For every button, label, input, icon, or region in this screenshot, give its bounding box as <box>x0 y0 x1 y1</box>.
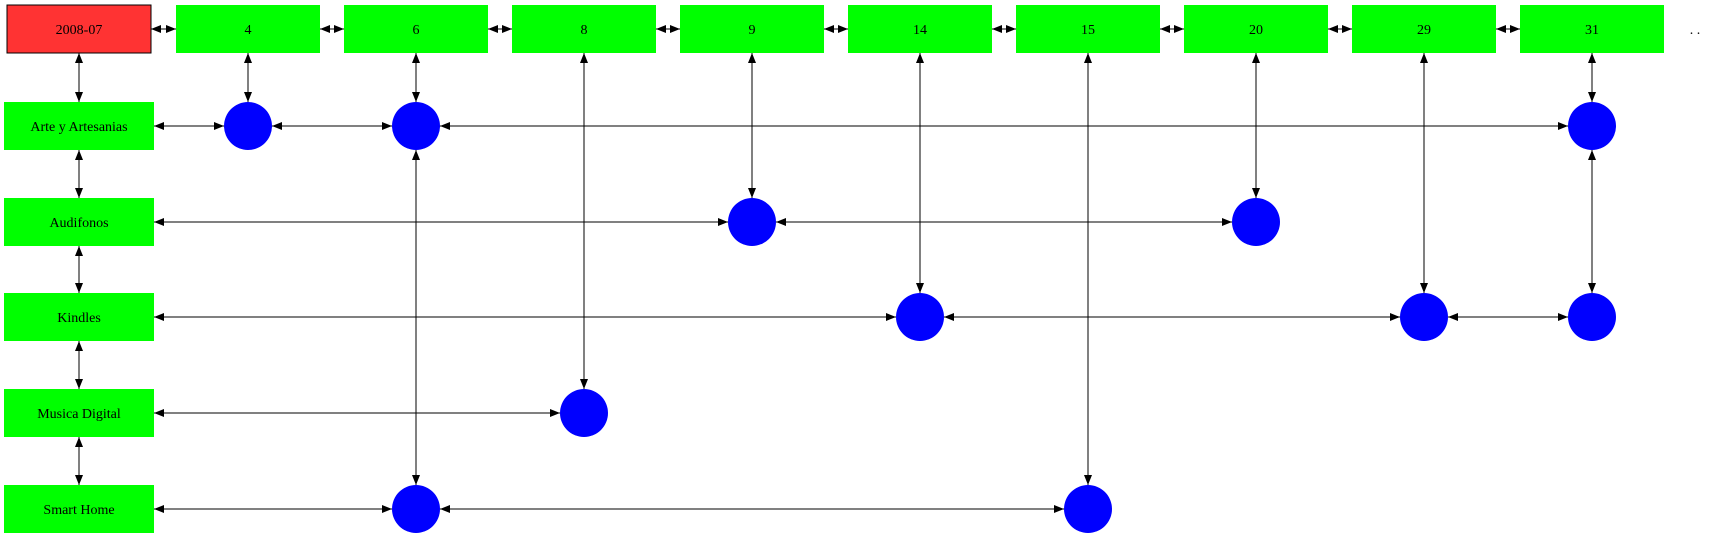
day-node-29-label: 29 <box>1417 23 1431 38</box>
day-node-15: 15 <box>1016 5 1160 53</box>
category-node-kindles-label: Kindles <box>57 311 101 326</box>
month-node-rect <box>6 4 152 54</box>
day-node-15-label: 15 <box>1081 23 1095 38</box>
event-dot-arte-y-artesanias-31 <box>1568 102 1616 150</box>
day-node-4: 4 <box>176 5 320 53</box>
ellipsis-label: . . <box>1690 23 1701 38</box>
category-node-kindles-rect <box>4 293 154 341</box>
category-node-musica-digital: Musica Digital <box>4 389 154 437</box>
day-node-31: 31 <box>1520 5 1664 53</box>
edge-layer <box>75 25 1596 513</box>
event-dot-kindles-31 <box>1568 293 1616 341</box>
category-node-smart-home-rect <box>4 485 154 533</box>
day-node-9-label: 9 <box>749 23 756 38</box>
day-node-29-rect <box>1352 5 1496 53</box>
category-node-audifonos-label: Audifonos <box>49 216 108 231</box>
event-dot-arte-y-artesanias-4 <box>224 102 272 150</box>
event-dot-smart-home-15 <box>1064 485 1112 533</box>
category-node-kindles: Kindles <box>4 293 154 341</box>
day-node-14-rect <box>848 5 992 53</box>
category-node-smart-home-label: Smart Home <box>43 503 114 518</box>
day-node-8-label: 8 <box>581 23 588 38</box>
category-node-arte-y-artesanias: Arte y Artesanias <box>4 102 154 150</box>
event-dot-smart-home-6 <box>392 485 440 533</box>
day-node-8: 8 <box>512 5 656 53</box>
event-dot-arte-y-artesanias-6 <box>392 102 440 150</box>
event-dot-musica-digital-8 <box>560 389 608 437</box>
day-node-9: 9 <box>680 5 824 53</box>
day-node-29: 29 <box>1352 5 1496 53</box>
day-node-20-label: 20 <box>1249 23 1263 38</box>
event-dot-kindles-29 <box>1400 293 1448 341</box>
day-node-20-rect <box>1184 5 1328 53</box>
day-node-9-rect <box>680 5 824 53</box>
event-dot-kindles-14 <box>896 293 944 341</box>
day-node-6-label: 6 <box>413 23 420 38</box>
day-node-4-label: 4 <box>245 23 252 38</box>
day-node-14-label: 14 <box>913 23 927 38</box>
day-node-6-rect <box>344 5 488 53</box>
category-node-audifonos: Audifonos <box>4 198 154 246</box>
day-node-31-rect <box>1520 5 1664 53</box>
day-node-20: 20 <box>1184 5 1328 53</box>
day-node-6: 6 <box>344 5 488 53</box>
category-node-musica-digital-label: Musica Digital <box>37 407 121 422</box>
month-node: 2008-07 <box>6 4 152 54</box>
category-node-musica-digital-rect <box>4 389 154 437</box>
event-dot-audifonos-9 <box>728 198 776 246</box>
month-node-label: 2008-07 <box>56 23 103 38</box>
day-node-4-rect <box>176 5 320 53</box>
day-node-14: 14 <box>848 5 992 53</box>
category-node-arte-y-artesanias-label: Arte y Artesanias <box>30 120 127 135</box>
day-node-15-rect <box>1016 5 1160 53</box>
category-node-audifonos-rect <box>4 198 154 246</box>
category-node-arte-y-artesanias-rect <box>4 102 154 150</box>
event-dot-audifonos-20 <box>1232 198 1280 246</box>
day-node-31-label: 31 <box>1585 23 1599 38</box>
category-node-smart-home: Smart Home <box>4 485 154 533</box>
day-node-8-rect <box>512 5 656 53</box>
